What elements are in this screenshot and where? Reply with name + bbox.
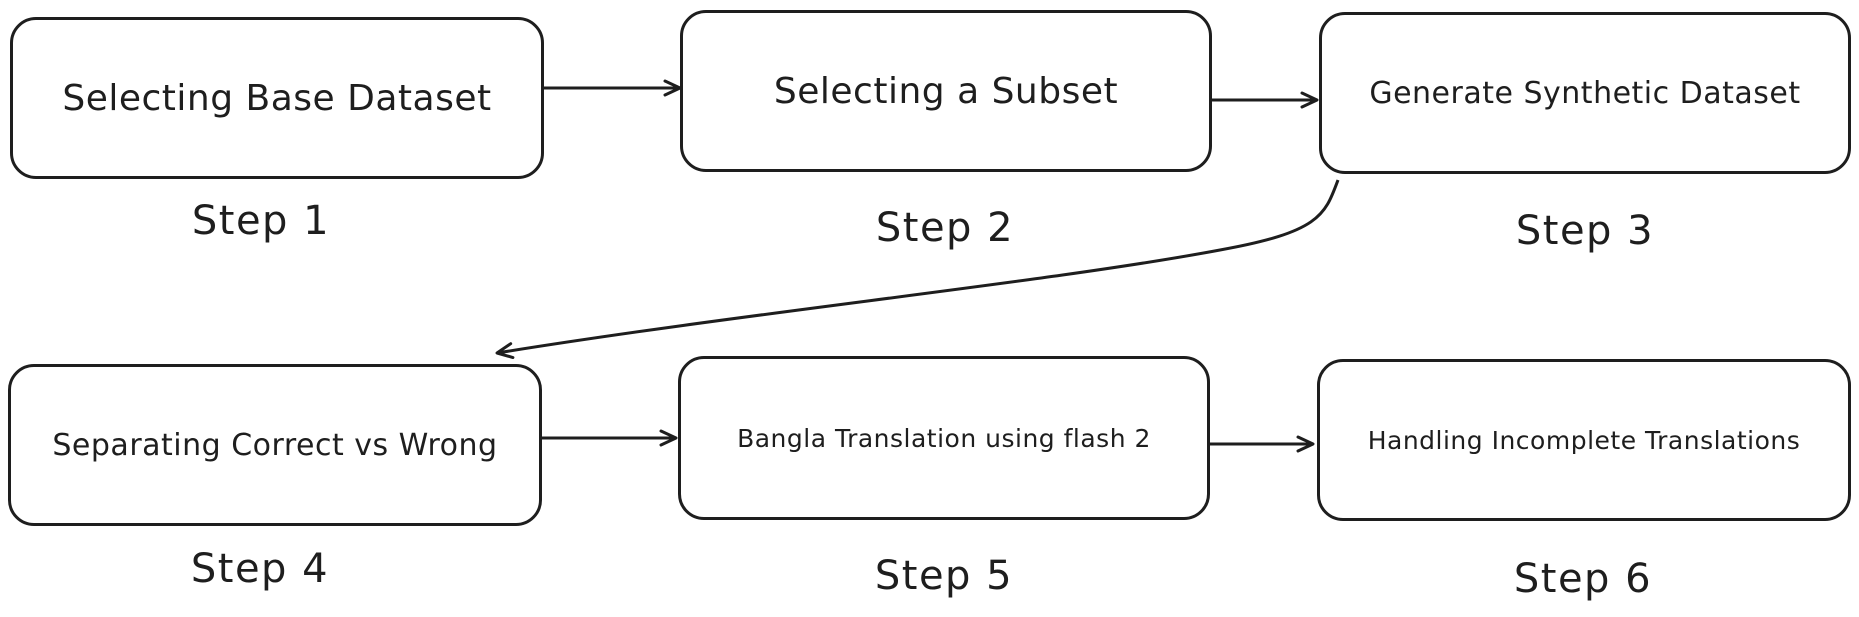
step-2-box: Selecting a Subset [680,10,1212,172]
step-4-text: Separating Correct vs Wrong [52,427,498,463]
arrow-step3-to-step4 [495,179,1340,360]
step-5-text: Bangla Translation using flash 2 [737,423,1151,453]
step-2-text: Selecting a Subset [773,70,1119,112]
step-3-text: Generate Synthetic Dataset [1369,75,1801,111]
step-5-box: Bangla Translation using flash 2 [678,356,1210,520]
step-6-text: Handling Incomplete Translations [1367,425,1801,455]
step-1-box: Selecting Base Dataset [10,17,544,179]
step-1-label: Step 1 [191,198,331,244]
step-2-label: Step 2 [875,205,1015,251]
step-3-label: Step 3 [1515,208,1655,254]
step-6-box: Handling Incomplete Translations [1317,359,1851,521]
step-6-label: Step 6 [1513,556,1653,602]
step-5-label: Step 5 [874,553,1014,599]
step-4-box: Separating Correct vs Wrong [8,364,542,526]
step-4-label: Step 4 [190,546,330,592]
step-1-text: Selecting Base Dataset [62,77,492,119]
step-3-box: Generate Synthetic Dataset [1319,12,1851,174]
